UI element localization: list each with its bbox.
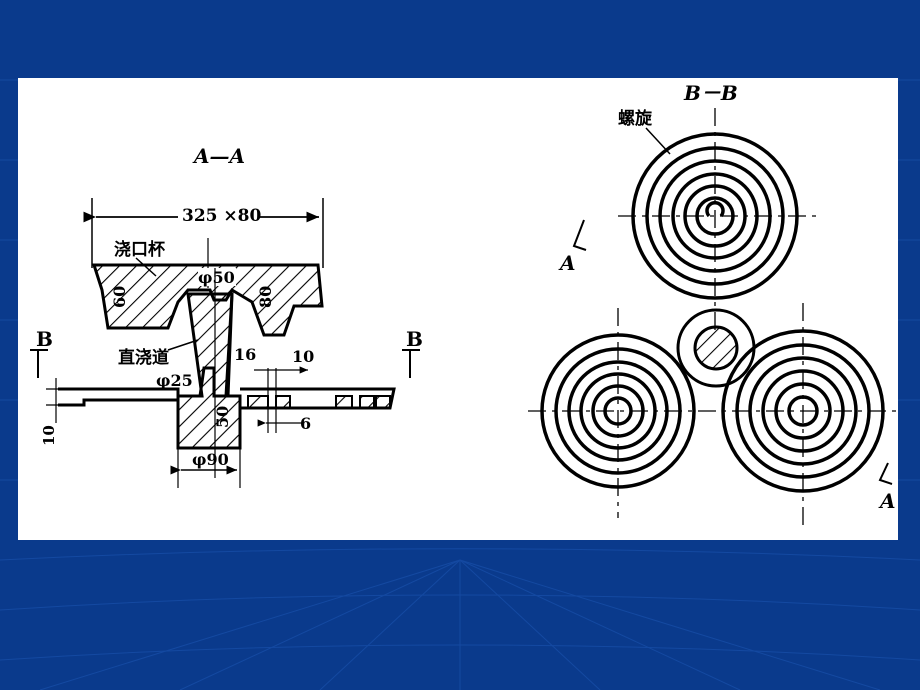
dim-80-label: 80 [256,286,275,308]
cut-mark-b-left: B [36,327,53,351]
dim-60-label: 60 [110,286,129,308]
cut-mark-a-upper: A [558,251,576,275]
section-b-view: B－B 螺旋 A [528,81,896,528]
section-a-title: A—A [192,144,245,168]
cut-mark-a-upper-line [572,219,587,251]
cut-mark-b-right-line [402,349,420,378]
center-lines [528,108,896,528]
dim-phi90-label: φ90 [192,450,229,469]
section-a-view: A—A 325 ×80 浇口杯 60 80 φ50 直浇道 φ25 50 [30,144,423,488]
center-hub-inner [693,325,739,371]
dim-phi25-label: φ25 [156,371,193,390]
section-b-title: B－B [683,81,738,105]
label-spiral: 螺旋 [618,108,653,129]
dim-50-label: 50 [213,406,232,428]
cut-mark-b-right: B [406,327,423,351]
label-sprue: 直浇道 [118,347,169,368]
dim-10-right-label: 10 [292,347,314,366]
dim-16-label: 16 [234,345,256,364]
cut-mark-a-lower: A [878,489,896,513]
drawing-panel: A—A 325 ×80 浇口杯 60 80 φ50 直浇道 φ25 50 [18,78,898,540]
label-pouring-cup: 浇口杯 [114,239,165,260]
casting-drawing: A—A 325 ×80 浇口杯 60 80 φ50 直浇道 φ25 50 [30,81,896,528]
dim-6-label: 6 [300,414,311,433]
runner-left [58,387,180,407]
dim-10-left-label: 10 [40,425,58,446]
dim-overall-label: 325 ×80 [182,206,261,226]
runner-right [240,387,396,410]
cut-mark-b-left-line [30,349,48,378]
cut-mark-a-lower-line [878,462,893,485]
leader-pouring-cup [135,257,157,277]
dim-phi50-label: φ50 [198,268,235,287]
runner-hatch-blocks [247,395,391,409]
leader-sprue [167,339,199,351]
